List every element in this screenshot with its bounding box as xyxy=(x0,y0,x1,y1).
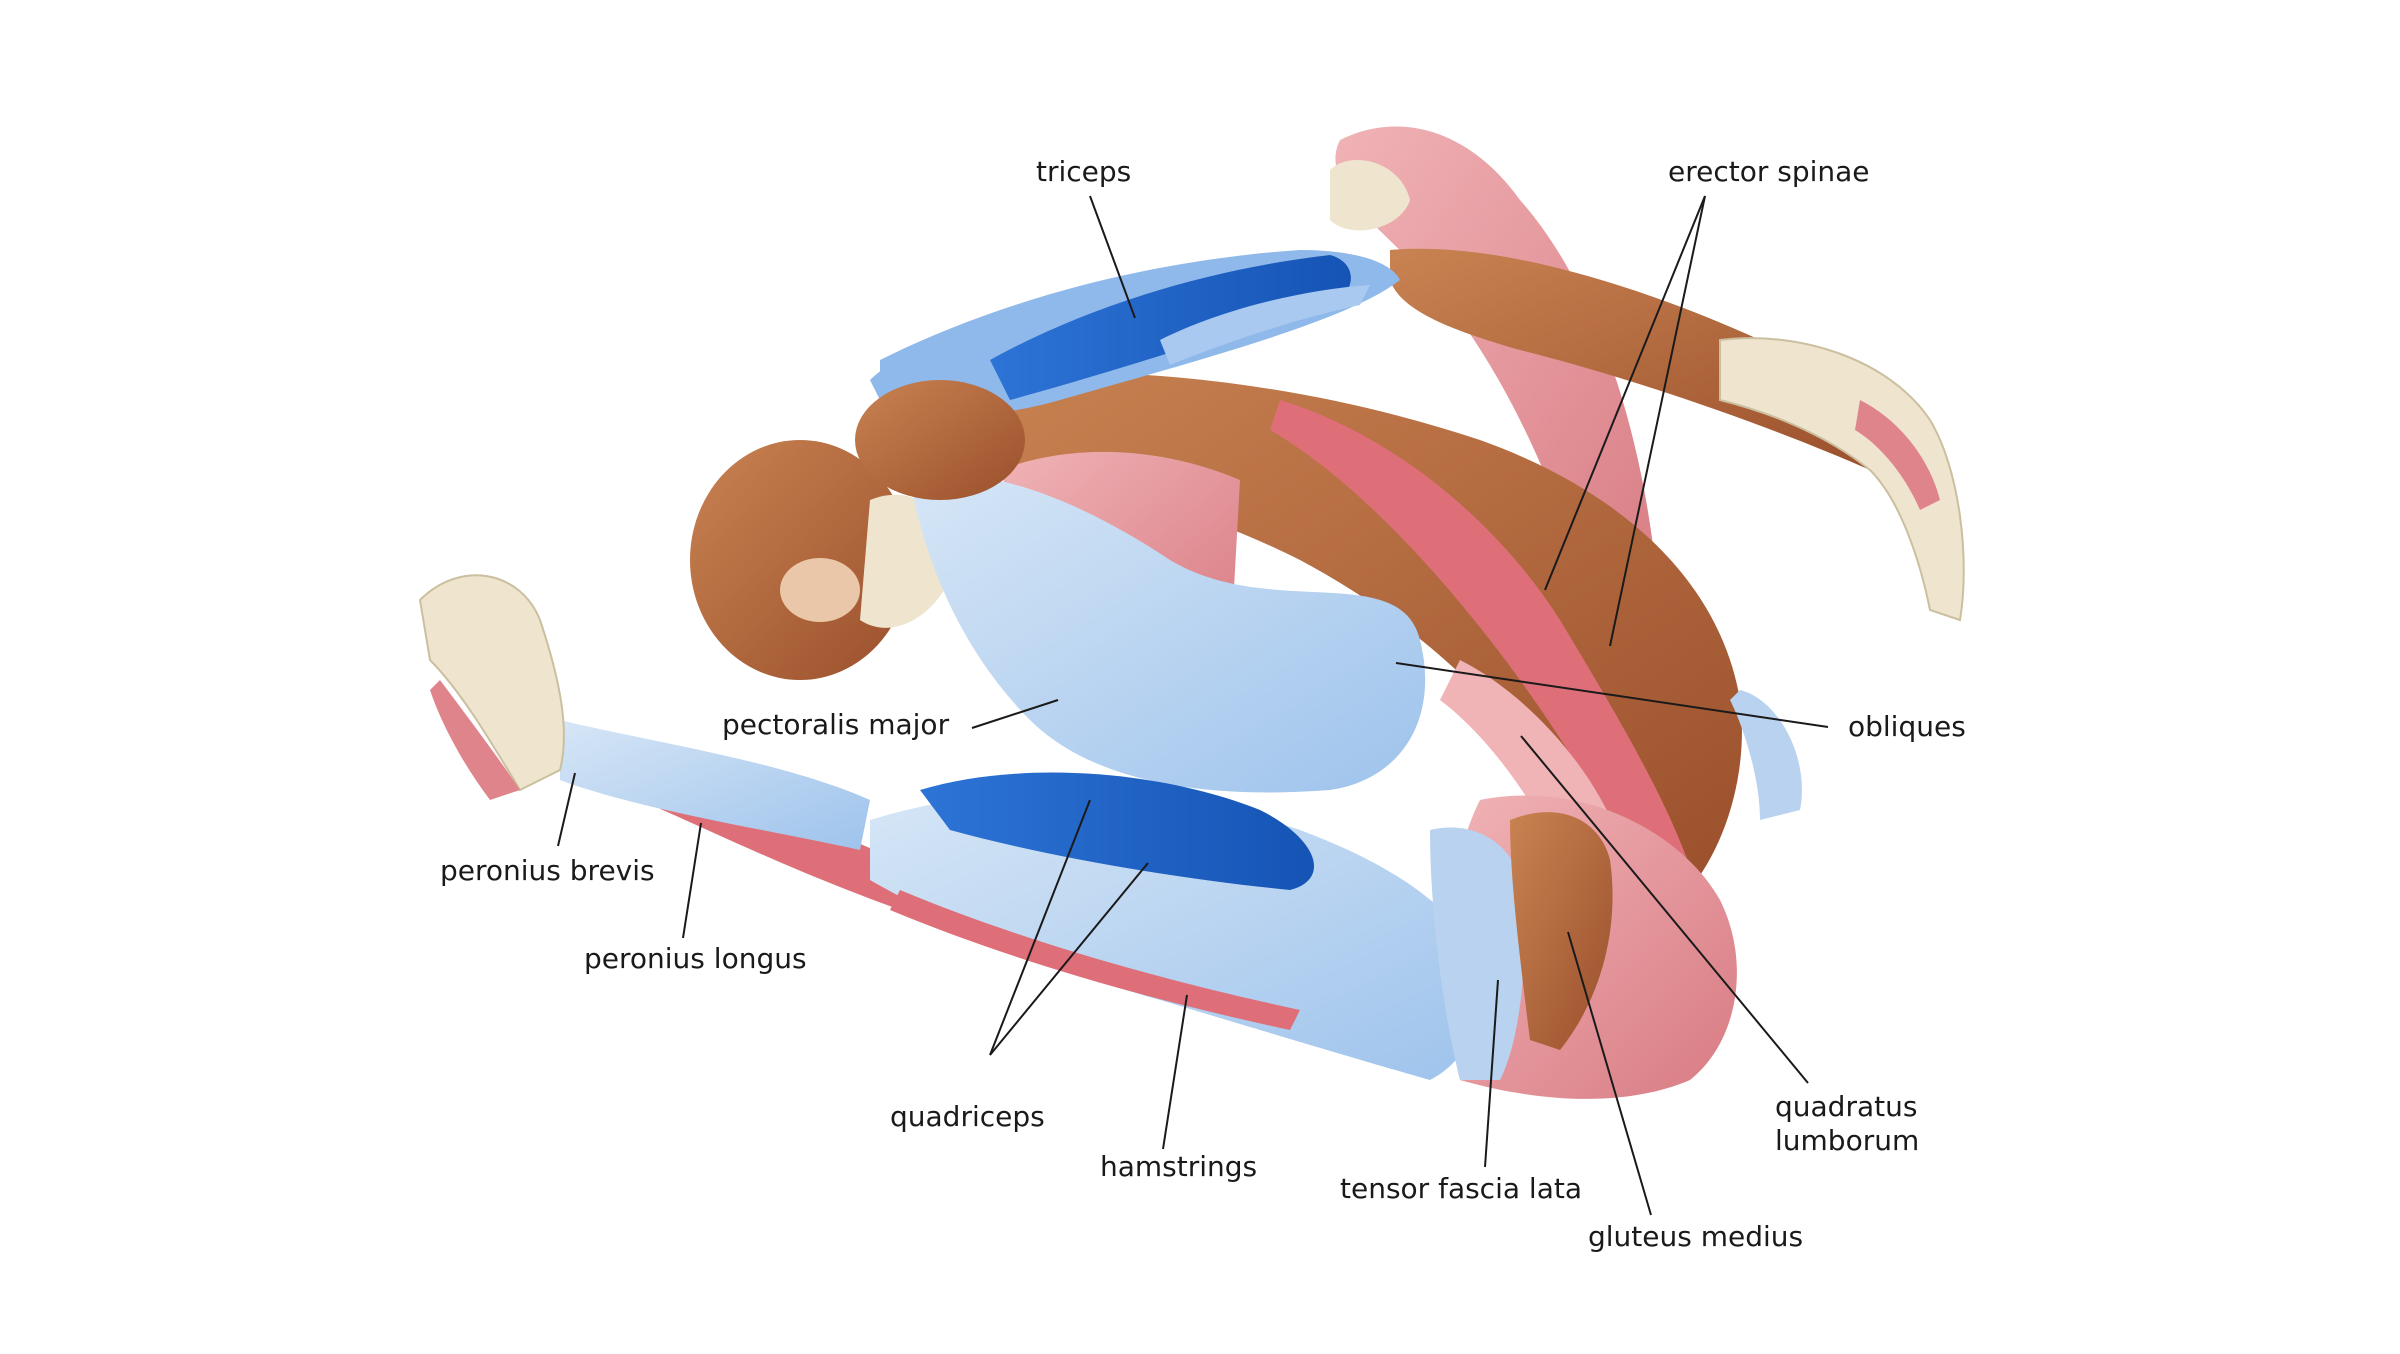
gluteus-medius-brown xyxy=(1510,812,1613,1050)
ear-region xyxy=(780,558,860,622)
leader-quadriceps-2 xyxy=(989,862,1149,1056)
label-tensor-fascia-lata: tensor fascia lata xyxy=(1340,1172,1582,1205)
foot-bones xyxy=(418,574,565,792)
label-gluteus-medius: gluteus medius xyxy=(1588,1220,1804,1253)
label-hamstrings: hamstrings xyxy=(1100,1150,1258,1183)
leader-quadratus-lumborum xyxy=(1520,735,1809,1084)
label-peronius-brevis: peronius brevis xyxy=(440,854,655,887)
label-quadriceps: quadriceps xyxy=(890,1100,1045,1133)
shoulder-bone xyxy=(1330,160,1410,231)
legs-group xyxy=(418,574,1737,1099)
leader-obliques xyxy=(1395,662,1829,728)
hand-pink xyxy=(1855,400,1940,510)
triceps-muscle xyxy=(990,255,1351,400)
deltoid xyxy=(855,380,1025,500)
leader-pectoralis-major xyxy=(971,699,1059,729)
tfl-light-blue xyxy=(1430,827,1524,1080)
triceps-group xyxy=(855,250,1400,500)
hand-bones xyxy=(1719,337,1965,622)
leader-erector-spinae-2 xyxy=(1609,195,1706,647)
leader-lines xyxy=(557,195,1829,1216)
label-quadratus-line1: quadratus xyxy=(1775,1090,1918,1123)
triceps-tendon xyxy=(1160,285,1370,365)
label-pectoralis-major: pectoralis major xyxy=(722,708,950,741)
leader-quadriceps-1 xyxy=(989,799,1091,1056)
lower-leg-blue xyxy=(560,720,870,850)
leader-gluteus-medius xyxy=(1567,931,1652,1216)
leader-peronius-longus xyxy=(682,822,702,939)
leader-hamstrings xyxy=(1162,994,1188,1150)
hip-light-blue xyxy=(1730,690,1802,820)
label-triceps: triceps xyxy=(1036,155,1132,188)
leader-tensor-fascia-lata xyxy=(1484,979,1499,1168)
hamstring-red xyxy=(890,890,1300,1030)
label-quadratus-line2: lumborum xyxy=(1775,1124,1920,1157)
quadriceps-muscle xyxy=(920,772,1314,890)
leader-triceps xyxy=(1089,195,1136,319)
leader-peronius-brevis xyxy=(557,772,576,847)
head xyxy=(690,440,910,680)
label-peronius-longus: peronius longus xyxy=(584,942,807,975)
foot-pink xyxy=(430,680,520,800)
label-obliques: obliques xyxy=(1848,710,1966,743)
leader-erector-spinae-1 xyxy=(1544,195,1706,591)
chest-light-blue xyxy=(910,474,1426,793)
thigh-light-blue xyxy=(870,791,1483,1080)
label-quadratus-lumborum: quadratus lumborum xyxy=(1775,1090,1920,1158)
label-erector-spinae: erector spinae xyxy=(1668,155,1870,188)
